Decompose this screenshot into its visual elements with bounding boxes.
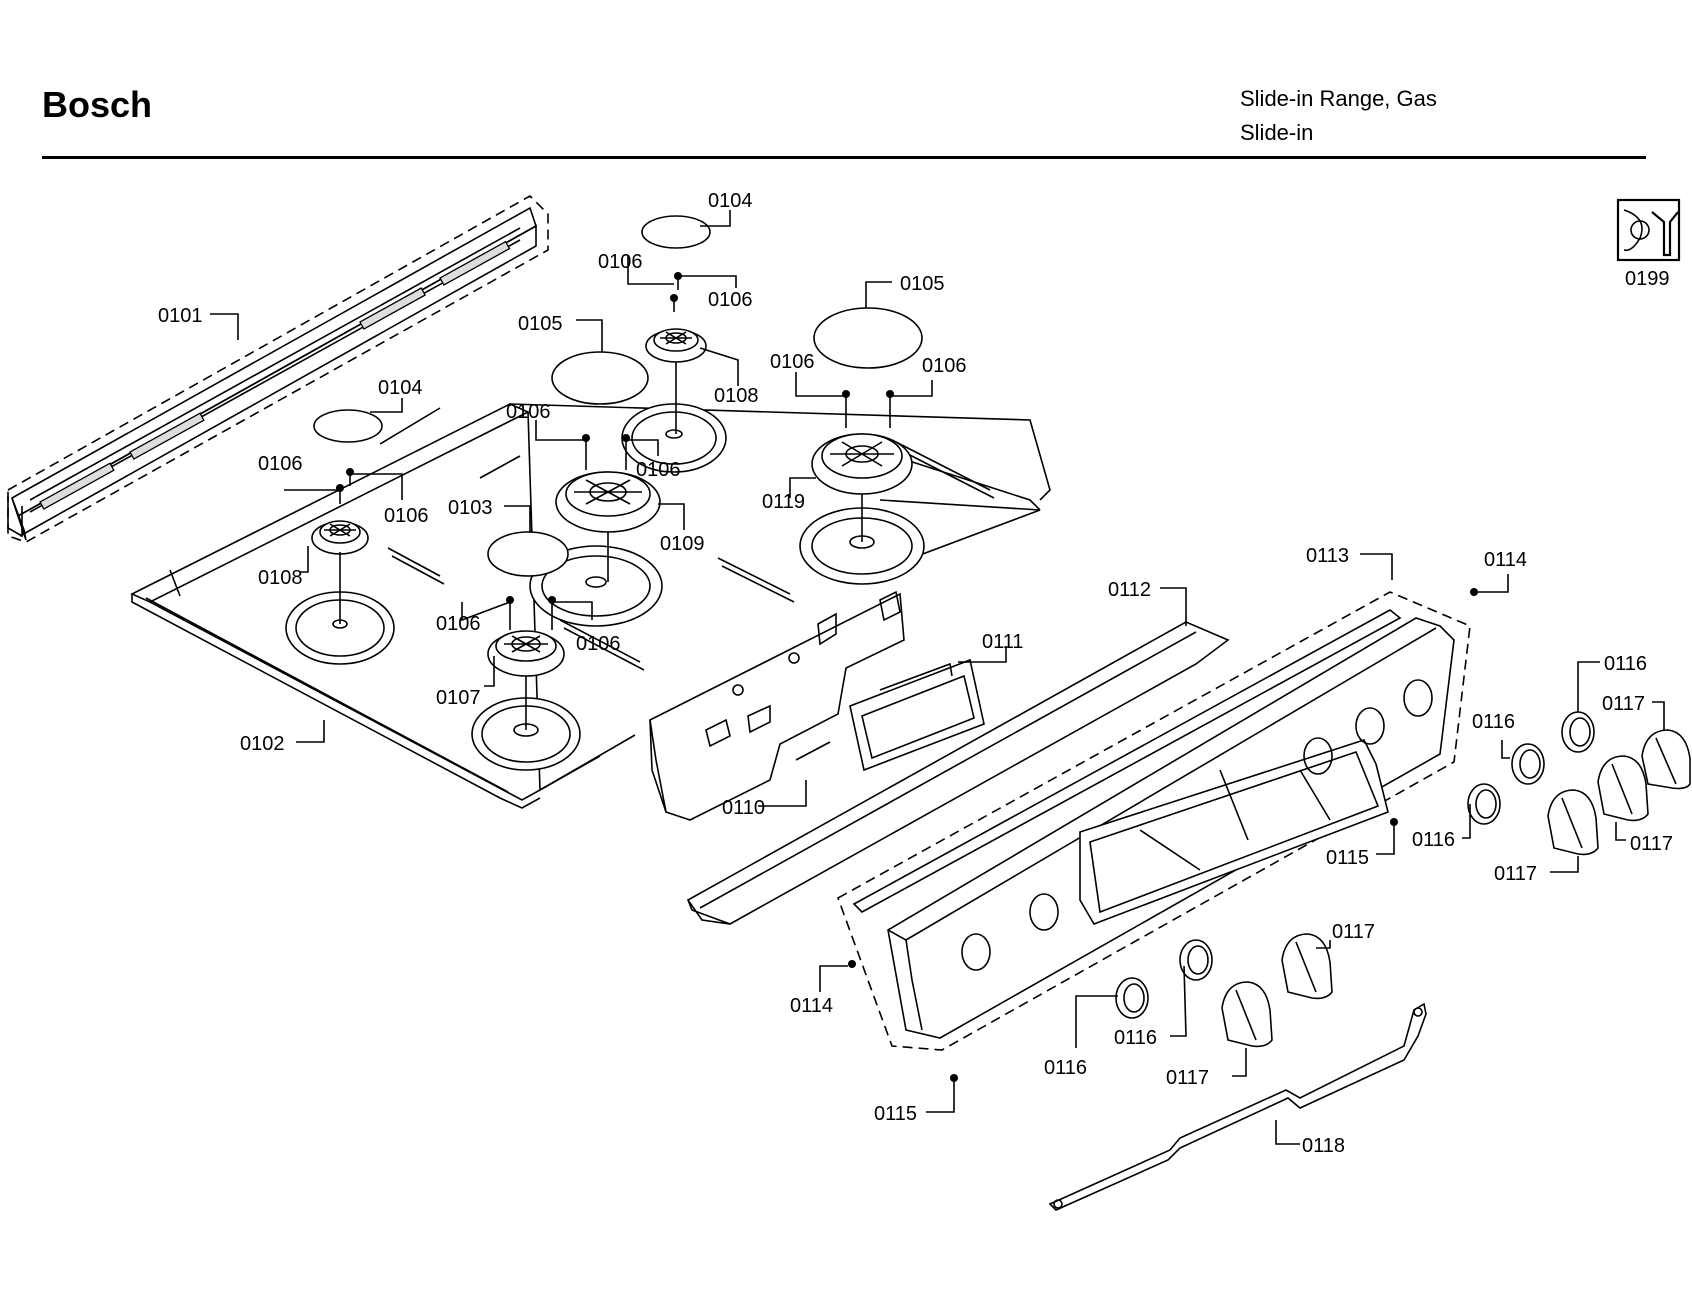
header-rule (42, 156, 1646, 159)
callout-0106-9: 0106 (770, 351, 815, 373)
callout-0105-center: 0105 (518, 313, 563, 335)
part-0109-burner (555, 471, 661, 582)
callout-0106-3: 0106 (598, 251, 643, 273)
callout-0116-4: 0116 (1472, 711, 1515, 733)
part-0119-burner (811, 433, 913, 542)
callout-0111: 0111 (982, 631, 1024, 653)
callout-0119: 0119 (762, 491, 805, 513)
callout-0106-2: 0106 (384, 505, 429, 527)
callout-0107: 0107 (436, 687, 481, 709)
part-0105-cap-center (551, 351, 649, 405)
part-0113-control-panel (837, 591, 1471, 1051)
part-0105-cap-right (813, 307, 923, 369)
product-type: Slide-in Range, Gas (1240, 86, 1437, 111)
callout-0117-1: 0117 (1166, 1067, 1209, 1089)
callout-0118: 0118 (1302, 1135, 1345, 1157)
callout-0106-1: 0106 (258, 453, 303, 475)
screws-0106 (336, 272, 894, 630)
control-panel-knob-holes (961, 679, 1433, 971)
part-0103-cap (487, 531, 569, 577)
callout-0105-right: 0105 (900, 273, 945, 295)
callout-0199: 0199 (1625, 268, 1670, 290)
part-0104-small-cap-left (313, 409, 383, 443)
callout-0116-2: 0116 (1114, 1027, 1157, 1049)
callout-0106-5: 0106 (506, 401, 551, 423)
product-subtype: Slide-in (1240, 120, 1314, 145)
part-0108-burner-top (645, 328, 707, 434)
callout-0104-left: 0104 (378, 377, 423, 399)
callout-0106-8: 0106 (576, 633, 621, 655)
callout-0108-left: 0108 (258, 567, 303, 589)
part-0107-burner (487, 630, 565, 730)
callout-0108-top: 0108 (714, 385, 759, 407)
callout-0117-3: 0117 (1494, 863, 1537, 885)
callout-0116-3: 0116 (1412, 829, 1455, 851)
callout-0106-6: 0106 (636, 459, 681, 481)
callout-0112: 0112 (1108, 579, 1151, 601)
callout-0102: 0102 (240, 733, 285, 755)
part-0104-small-cap-top (641, 215, 711, 249)
callout-0114-right: 0114 (1484, 549, 1527, 571)
callout-0101: 0101 (158, 305, 203, 327)
callout-0106-10: 0106 (922, 355, 967, 377)
burner-base-plates (285, 403, 925, 771)
callout-0110: 0110 (722, 797, 765, 819)
service-tool-icon (1616, 198, 1681, 262)
callout-0106-4: 0106 (708, 289, 753, 311)
part-0110-bracket (649, 590, 905, 821)
parts-0117-knobs (1221, 729, 1691, 1048)
screw-0115-right (1390, 818, 1398, 826)
callout-0116-1: 0116 (1044, 1057, 1087, 1079)
callout-0109: 0109 (660, 533, 705, 555)
part-0112-strip (686, 621, 1230, 925)
callout-0113: 0113 (1306, 545, 1349, 567)
part-0102-cooktop-frame (130, 363, 1051, 809)
part-0111-display-window (849, 658, 985, 772)
callout-0117-4: 0117 (1630, 833, 1673, 855)
part-0108-burner-left (311, 520, 369, 624)
callout-0103: 0103 (448, 497, 493, 519)
screw-0114-left (848, 960, 856, 968)
callout-0116-5: 0116 (1604, 653, 1647, 675)
callout-0114-left: 0114 (790, 995, 833, 1017)
callout-0115-left: 0115 (874, 1103, 917, 1125)
callout-0115-right: 0115 (1326, 847, 1369, 869)
callout-0117-2: 0117 (1332, 921, 1375, 943)
callout-0106-7: 0106 (436, 613, 481, 635)
part-0101-back-trim (7, 195, 549, 543)
parts-0116-bezel-rings (1115, 711, 1595, 1019)
callout-0117-5: 0117 (1602, 693, 1645, 715)
brand-title: Bosch (42, 84, 153, 125)
part-0118-rod (1048, 1002, 1427, 1211)
screw-0115-left (950, 1074, 958, 1082)
screw-0114-right (1470, 588, 1478, 596)
callout-0104-top: 0104 (708, 190, 753, 212)
